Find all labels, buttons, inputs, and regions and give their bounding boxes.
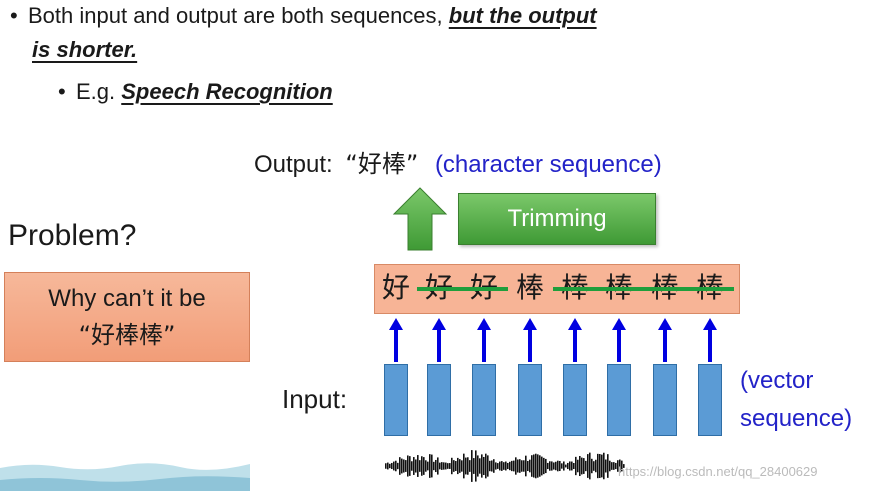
up-arrow-small-icon — [568, 318, 582, 362]
input-note-line-2: sequence) — [740, 405, 853, 432]
strike-line — [643, 287, 689, 291]
up-arrow-small-icon — [658, 318, 672, 362]
output-label: Output: — [254, 151, 333, 178]
input-vector-bar — [653, 364, 677, 436]
strike-line — [597, 287, 643, 291]
up-arrow-small-icon — [703, 318, 717, 362]
bullet-main-emphasis: but the output — [448, 3, 597, 28]
waveform-image — [385, 450, 625, 482]
up-arrow-icon — [392, 187, 448, 251]
up-arrow-small-icon — [389, 318, 403, 362]
input-vector-bar — [698, 364, 722, 436]
input-vector-bar — [427, 364, 451, 436]
bullet-main-text: Both input and output are both sequences… — [28, 3, 449, 28]
trimming-box: Trimming — [458, 193, 656, 245]
output-character: 棒 — [515, 271, 544, 304]
bullet-main-emphasis-2: is shorter. — [32, 37, 138, 62]
bullet-sub-dot: • — [58, 79, 66, 104]
strike-line — [417, 287, 463, 291]
output-line: Output: “好棒” (character sequence) — [254, 148, 662, 181]
input-note-line-1: (vector — [740, 367, 814, 394]
input-label: Input: — [282, 384, 348, 414]
bullet-main-continuation: is shorter. — [32, 36, 137, 64]
water-decoration — [0, 463, 250, 491]
input-vector-bar — [384, 364, 408, 436]
strike-line — [688, 287, 734, 291]
input-vector-bar — [607, 364, 631, 436]
why-box: Why can’t it be “好棒棒” — [4, 272, 250, 362]
why-line-2: “好棒棒” — [78, 321, 176, 349]
bullet-sub: • E.g. Speech Recognition — [58, 78, 333, 106]
output-value: “好棒” — [345, 150, 419, 178]
up-arrow-small-icon — [612, 318, 626, 362]
strike-line — [462, 287, 508, 291]
bullet-sub-emphasis: Speech Recognition — [121, 79, 333, 104]
bullet-sub-text: E.g. — [76, 79, 122, 104]
why-line-1: Why can’t it be — [48, 285, 206, 312]
output-note: (character sequence) — [434, 151, 662, 178]
strike-line — [553, 287, 599, 291]
up-arrow-small-icon — [477, 318, 491, 362]
bullet-dot: • — [10, 3, 18, 28]
input-vector-bar — [518, 364, 542, 436]
bullet-main: • Both input and output are both sequence… — [10, 2, 870, 30]
output-character: 好 — [381, 271, 410, 304]
problem-heading: Problem? — [8, 219, 137, 252]
input-vector-bar — [563, 364, 587, 436]
up-arrow-small-icon — [523, 318, 537, 362]
watermark: https://blog.csdn.net/qq_28400629 — [618, 464, 818, 479]
input-vector-bar — [472, 364, 496, 436]
up-arrow-small-icon — [432, 318, 446, 362]
